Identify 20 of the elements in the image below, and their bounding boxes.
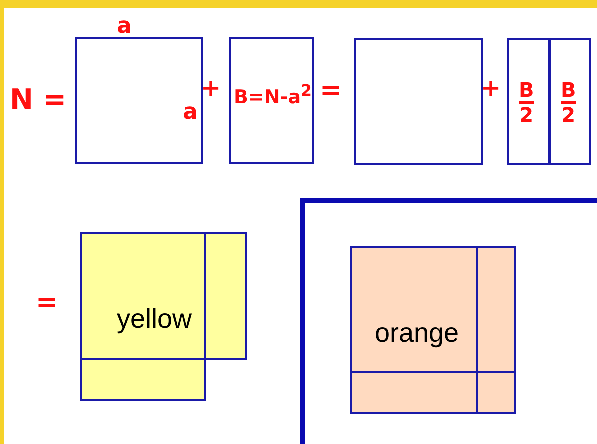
square [75, 37, 203, 164]
formula: B=N-a$^{2}$ [234, 83, 312, 108]
equals-sign: = [320, 78, 342, 104]
side-label: a [117, 16, 132, 38]
plus-sign: + [201, 76, 222, 100]
square-area [350, 246, 516, 414]
rectangle [229, 37, 314, 164]
square [354, 38, 483, 165]
l-shaped-area [80, 232, 247, 401]
half-rectangle [507, 38, 550, 165]
side-label: a [183, 102, 198, 124]
half-rectangle [549, 38, 591, 165]
color-name: orange [375, 320, 460, 347]
equals-sign: = [36, 290, 58, 316]
equation-start: N = [10, 86, 67, 114]
fraction: B 2 [519, 80, 534, 125]
fraction: B 2 [561, 80, 576, 125]
plus-sign: + [481, 76, 502, 100]
frame [300, 198, 597, 444]
color-name: yellow [117, 306, 192, 333]
